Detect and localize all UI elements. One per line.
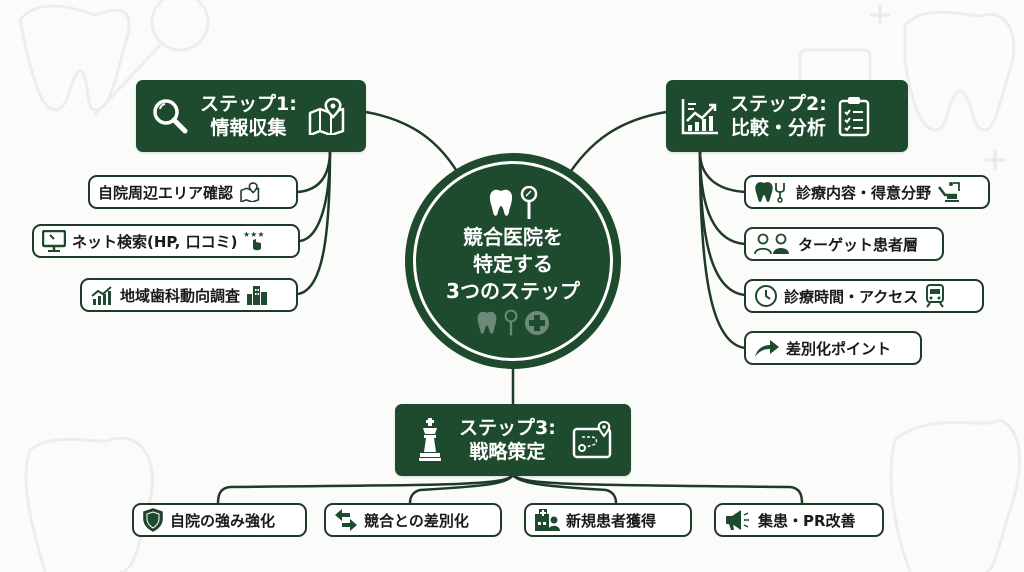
leaf-label: 地域歯科動向調査 [120,286,241,305]
step-3-item-strengthen[interactable]: 自院の強み強化 [132,503,307,537]
step-2-item-treatment-specialty[interactable]: 診療内容・得意分野 [744,175,990,209]
step-2-item-differentiation[interactable]: 差別化ポイント [744,331,922,365]
chess-king-icon [417,418,443,462]
bg-tooth-icon-3 [24,436,155,572]
monitor-icon [42,230,66,252]
growth-chart-icon [90,284,114,306]
central-title-line2: 特定する [472,251,553,276]
step-3-header[interactable]: ステップ3: 戦略策定 [395,404,631,476]
step-3-item-new-patients[interactable]: 新規患者獲得 [524,503,692,537]
leaf-label: ネット検索(HP, 口コミ) [72,232,238,251]
step-3-item-differentiate[interactable]: 競合との差別化 [324,503,502,537]
megaphone-icon [724,509,752,531]
central-title-line1: 競合医院を [462,224,563,249]
central-bottom-icons [476,309,550,337]
step-1-title-line1: ステップ1: [200,93,297,115]
step-2-title-line2: 比較・分析 [730,117,826,139]
people-icon [754,233,792,255]
tooth-stethoscope-icon [754,181,790,203]
central-top-icons [488,185,538,220]
shield-icon [142,508,164,532]
clock-icon [754,284,778,308]
central-topic[interactable]: 競合医院を 特定する 3つのステップ [405,153,621,369]
step-1-item-net-search[interactable]: ネット検索(HP, 口コミ) ★★★ [32,224,300,258]
leaf-label: 競合との差別化 [364,511,469,530]
dental-chair-icon [937,181,963,203]
leaf-label: ターゲット患者層 [798,235,919,254]
leaf-label: 診療時間・アクセス [784,287,919,306]
train-icon [924,284,946,308]
map-pin-icon [307,97,347,135]
step-1-title-line2: 情報収集 [210,117,287,139]
central-topic-title: 競合医院を 特定する 3つのステップ [446,224,580,305]
step-3-item-pr-improvement[interactable]: 集患・PR改善 [714,503,884,537]
leaf-label: 新規患者獲得 [566,511,657,530]
buildings-icon [246,284,268,306]
step-2-item-target-patients[interactable]: ターゲット患者層 [744,227,944,261]
clipboard-checklist-icon [837,95,871,137]
svg-text:★★★: ★★★ [243,230,265,239]
growth-chart-icon [680,96,720,136]
step-1-item-regional-trends[interactable]: 地域歯科動向調査 [80,278,298,312]
bg-magnifier-icon [150,0,210,52]
bg-tooth-icon [18,4,131,112]
bg-tooth-icon-2 [903,10,1016,132]
dental-mirror-icon [504,309,518,337]
leaf-label: 診療内容・得意分野 [796,183,932,202]
leaf-label: 差別化ポイント [786,339,892,358]
swap-arrows-icon [334,509,358,531]
leaf-label: 自院周辺エリア確認 [98,183,234,202]
step-1-item-area-check[interactable]: 自院周辺エリア確認 [88,175,298,209]
step-1-title: ステップ1: 情報収集 [200,92,297,140]
bg-tooth-icon-4 [889,418,1021,572]
step-2-item-hours-access[interactable]: 診療時間・アクセス [744,279,984,313]
step-3-title: ステップ3: 戦略策定 [459,416,556,464]
step-1-header[interactable]: ステップ1: 情報収集 [136,80,366,152]
step-2-title-line1: ステップ2: [730,93,827,115]
step-2-title: ステップ2: 比較・分析 [730,92,827,140]
leaf-label: 集患・PR改善 [758,511,856,530]
leaf-label: 自院の強み強化 [170,511,276,530]
step-3-title-line1: ステップ3: [459,417,556,439]
step-3-title-line2: 戦略策定 [469,441,546,463]
dental-mirror-icon [520,185,538,220]
map-pin-icon [239,182,261,202]
step-2-header[interactable]: ステップ2: 比較・分析 [666,80,908,152]
rating-click-icon: ★★★ [243,230,267,252]
route-map-icon [572,421,614,459]
magnifier-icon [150,96,190,136]
arrow-turn-icon [754,338,780,358]
tooth-icon [488,188,514,218]
medical-cross-icon [524,310,550,336]
central-title-line3: 3つのステップ [446,278,580,303]
central-topic-inner: 競合医院を 特定する 3つのステップ [413,161,613,361]
clinic-patient-icon [534,508,560,532]
tooth-icon [476,310,498,336]
